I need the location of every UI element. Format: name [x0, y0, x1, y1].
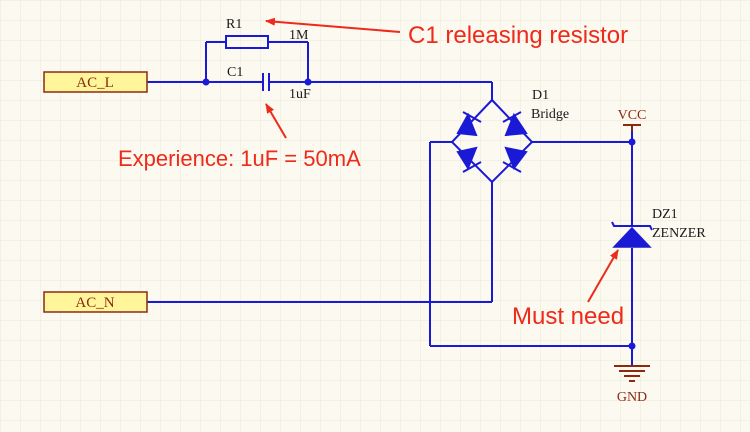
d1-designator: D1	[532, 88, 549, 103]
capacitor-c1[interactable]: C1 1uF	[227, 65, 311, 102]
annotation-must-need: Must need	[512, 249, 624, 330]
port-ac-l[interactable]: AC_L	[43, 71, 148, 93]
diode-icon	[504, 146, 528, 171]
resistor-body	[225, 35, 269, 49]
junction-dot	[628, 138, 636, 146]
annotation-c1-releasing-resistor: C1 releasing resistor	[265, 17, 628, 49]
bridge-rectifier-d1[interactable]: D1 Bridge	[450, 88, 569, 184]
diode-icon	[456, 146, 478, 171]
dz1-designator: DZ1	[652, 207, 678, 222]
junction-dot	[202, 78, 210, 86]
port-ac-l-box	[43, 71, 148, 93]
ground-icon	[614, 365, 650, 382]
annotation-text: Experience: 1uF = 50mA	[118, 146, 361, 171]
vcc-label: VCC	[618, 108, 647, 123]
arrow-icon	[265, 17, 401, 33]
port-ac-l-label: AC_L	[76, 75, 114, 91]
bridge-diodes	[456, 111, 528, 173]
vcc-power-port[interactable]: VCC	[618, 108, 647, 131]
dz1-value: ZENZER	[652, 226, 706, 241]
port-ac-n-label: AC_N	[75, 295, 114, 311]
zener-bar	[611, 221, 653, 231]
arrow-icon	[587, 249, 619, 303]
resistor-r1[interactable]: R1 1M	[225, 17, 309, 49]
annotation-experience: Experience: 1uF = 50mA	[118, 103, 361, 171]
diode-icon	[504, 112, 528, 137]
annotation-text: C1 releasing resistor	[408, 22, 628, 49]
gnd-power-port[interactable]: GND	[614, 346, 650, 405]
r1-designator: R1	[226, 17, 242, 32]
junction-dot	[304, 78, 312, 86]
c1-value: 1uF	[289, 87, 311, 102]
d1-value: Bridge	[531, 107, 569, 122]
arrow-icon	[265, 103, 287, 139]
r1-value: 1M	[289, 28, 309, 43]
diode-icon	[456, 112, 478, 137]
gnd-label: GND	[617, 390, 647, 405]
zener-triangle-icon	[612, 226, 652, 248]
diode-bar	[502, 111, 522, 123]
port-ac-n-box	[43, 291, 148, 313]
diode-bar	[462, 111, 482, 123]
c1-designator: C1	[227, 65, 243, 80]
diode-bar	[462, 161, 482, 173]
zener-diode-dz1[interactable]: DZ1 ZENZER	[611, 207, 706, 248]
port-ac-n[interactable]: AC_N	[43, 291, 148, 313]
diode-bar	[502, 161, 522, 173]
annotation-text: Must need	[512, 303, 624, 330]
